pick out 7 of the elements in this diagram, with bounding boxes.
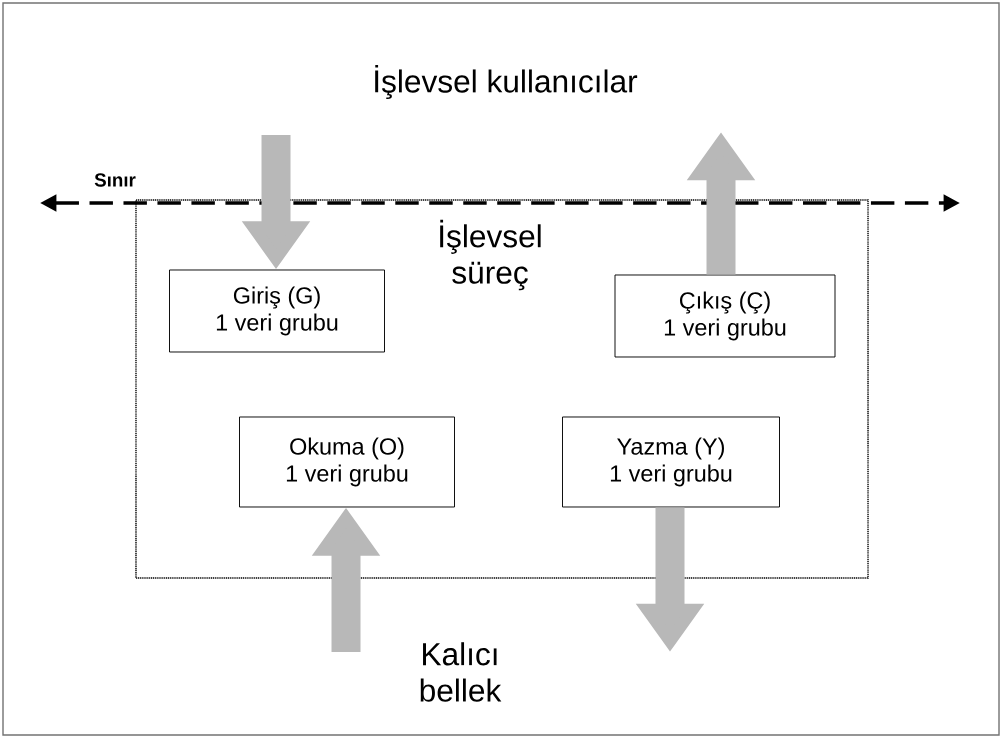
process-box: Çıkış (Ç) 1 veri grubu: [614, 274, 836, 358]
area-label: İşlevsel kullanıcılar: [375, 64, 638, 100]
boundary-label: Sınır: [94, 173, 136, 187]
process-box: Okuma (O) 1 veri grubu: [239, 416, 455, 508]
process-box: Giriş (G) 1 veri grubu: [169, 269, 385, 353]
process-box: Yazma (Y) 1 veri grubu: [562, 416, 780, 508]
area-label: Kalıcı bellek: [420, 642, 502, 702]
